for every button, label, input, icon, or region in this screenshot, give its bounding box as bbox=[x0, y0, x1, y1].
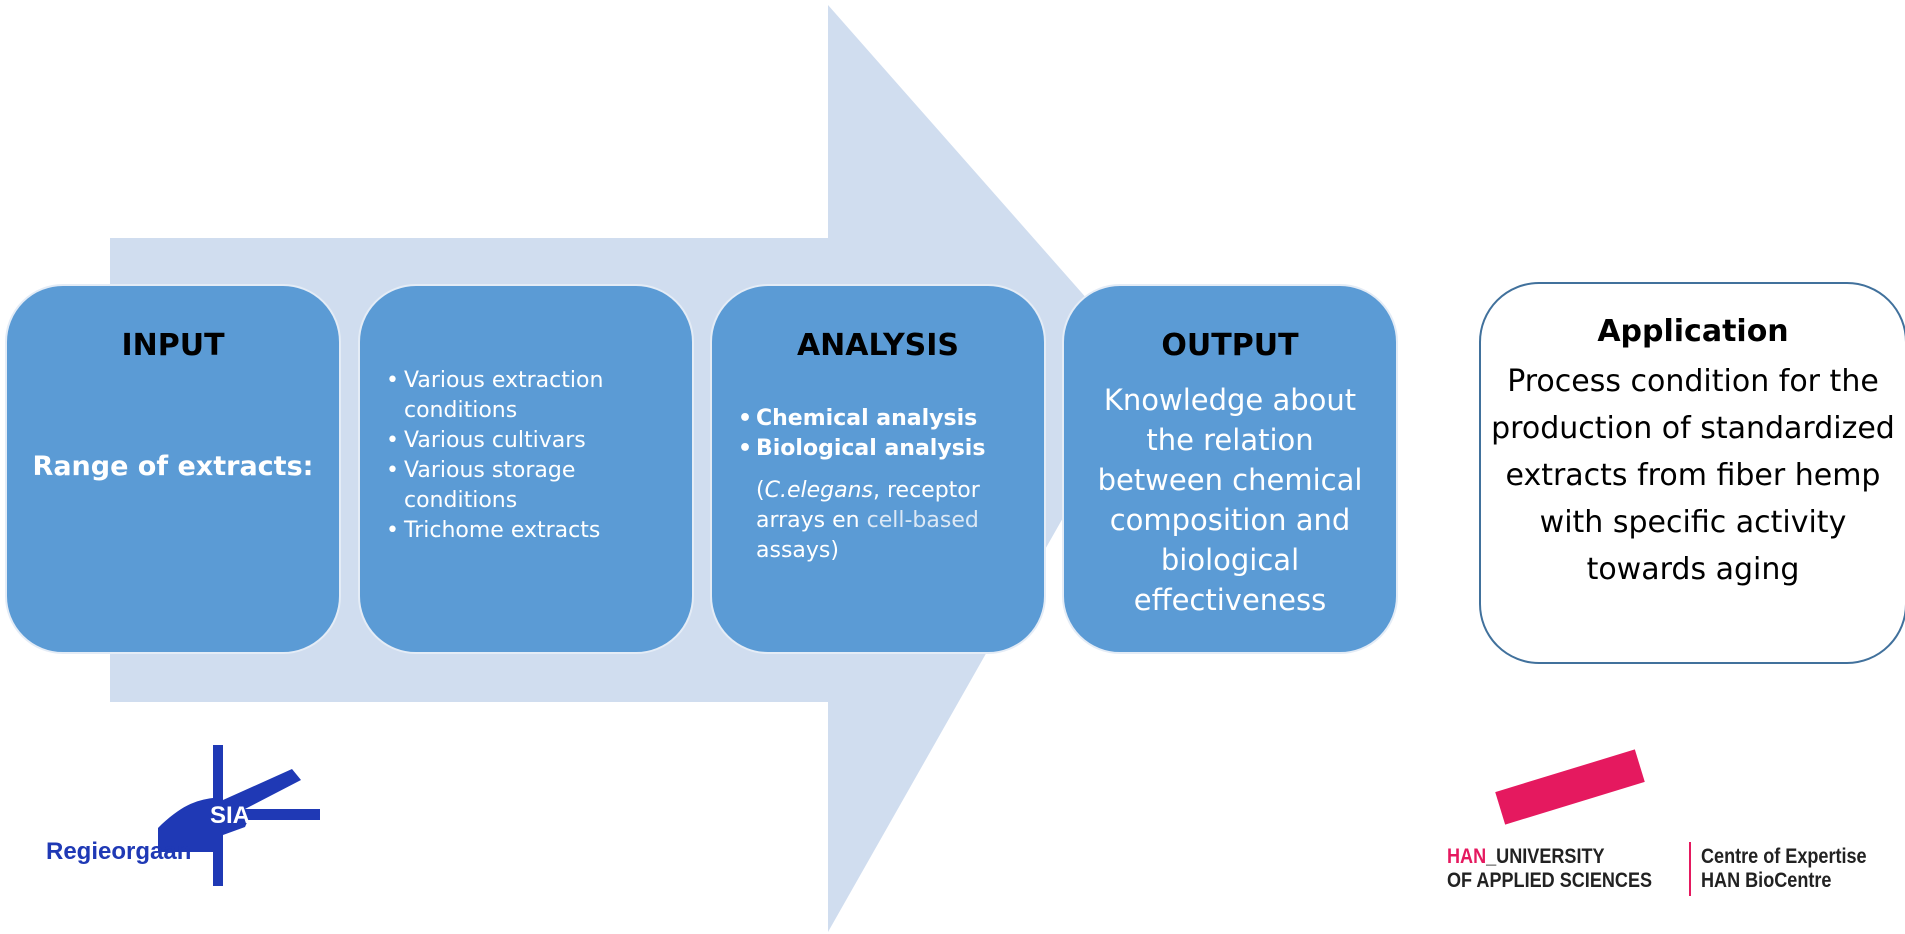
list-item: Various extraction conditions bbox=[386, 366, 676, 426]
han-divider bbox=[1689, 842, 1691, 896]
application-text: Process condition for the production of … bbox=[1491, 364, 1895, 587]
extracts-box: Various extraction conditions Various cu… bbox=[358, 284, 694, 654]
input-box: INPUT Range of extracts: bbox=[5, 284, 341, 654]
sia-logo bbox=[158, 745, 320, 886]
han-coe-text: Centre of Expertise HAN BioCentre bbox=[1701, 845, 1867, 893]
output-title: OUTPUT bbox=[1161, 328, 1299, 363]
application-box: Application Process condition for the pr… bbox=[1479, 282, 1905, 664]
note-light: cell-based bbox=[866, 508, 979, 533]
han-prefix: HAN bbox=[1447, 845, 1487, 868]
list-item: Chemical analysis bbox=[738, 404, 1028, 434]
list-item: Biological analysis bbox=[738, 434, 1028, 464]
han-line1: _UNIVERSITY bbox=[1486, 845, 1605, 868]
coe-line2: HAN BioCentre bbox=[1701, 869, 1832, 892]
list-item: Trichome extracts bbox=[386, 516, 676, 546]
analysis-note: (C.elegans, receptor arrays en cell-base… bbox=[756, 476, 1026, 566]
sia-abbr: SIA bbox=[210, 802, 251, 829]
note-open: ( bbox=[756, 478, 765, 503]
output-text: Knowledge about the relation between che… bbox=[1097, 383, 1363, 617]
analysis-box: ANALYSIS Chemical analysis Biological an… bbox=[710, 284, 1046, 654]
list-item: Various cultivars bbox=[386, 426, 676, 456]
analysis-list: Chemical analysis Biological analysis bbox=[738, 404, 1028, 464]
input-title: INPUT bbox=[121, 328, 225, 363]
analysis-title: ANALYSIS bbox=[796, 328, 960, 363]
sia-symbol bbox=[158, 745, 320, 886]
han-university-text: HAN_UNIVERSITY OF APPLIED SCIENCES bbox=[1447, 845, 1652, 893]
note-mid: , receptor arrays en bbox=[756, 478, 980, 533]
note-end: assays) bbox=[756, 538, 839, 563]
extracts-list: Various extraction conditions Various cu… bbox=[386, 366, 676, 546]
list-item: Various storage conditions bbox=[386, 456, 676, 516]
sia-org-name: Regieorgaan bbox=[46, 838, 192, 865]
coe-line1: Centre of Expertise bbox=[1701, 845, 1867, 868]
output-box: OUTPUT Knowledge about the relation betw… bbox=[1062, 284, 1398, 654]
input-subtitle: Range of extracts: bbox=[32, 451, 314, 482]
application-title: Application bbox=[1597, 314, 1789, 349]
han-line2: OF APPLIED SCIENCES bbox=[1447, 869, 1653, 892]
note-organism: C.elegans bbox=[764, 478, 873, 503]
